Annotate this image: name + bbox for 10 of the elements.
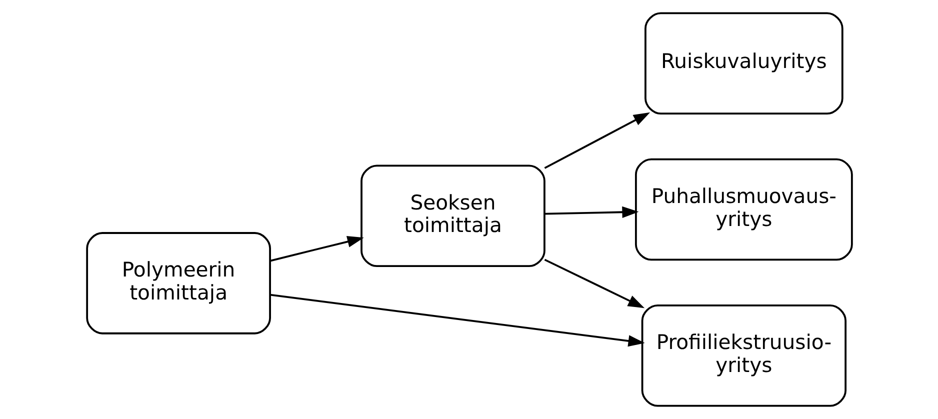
arrow (270, 294, 644, 347)
node-box: Polymeerin toimittaja (86, 232, 270, 334)
node-box: Seoksen toimittaja (360, 164, 545, 267)
arrow (544, 206, 638, 218)
arrow (544, 112, 650, 169)
node-box: Ruiskuvaluyritys (644, 12, 843, 115)
node-box: Puhallusmuovaus- yritys (634, 158, 852, 261)
arrow (270, 236, 364, 262)
arrow (544, 258, 644, 308)
node-box: Profiiliekstruusio- yritys (640, 304, 846, 407)
